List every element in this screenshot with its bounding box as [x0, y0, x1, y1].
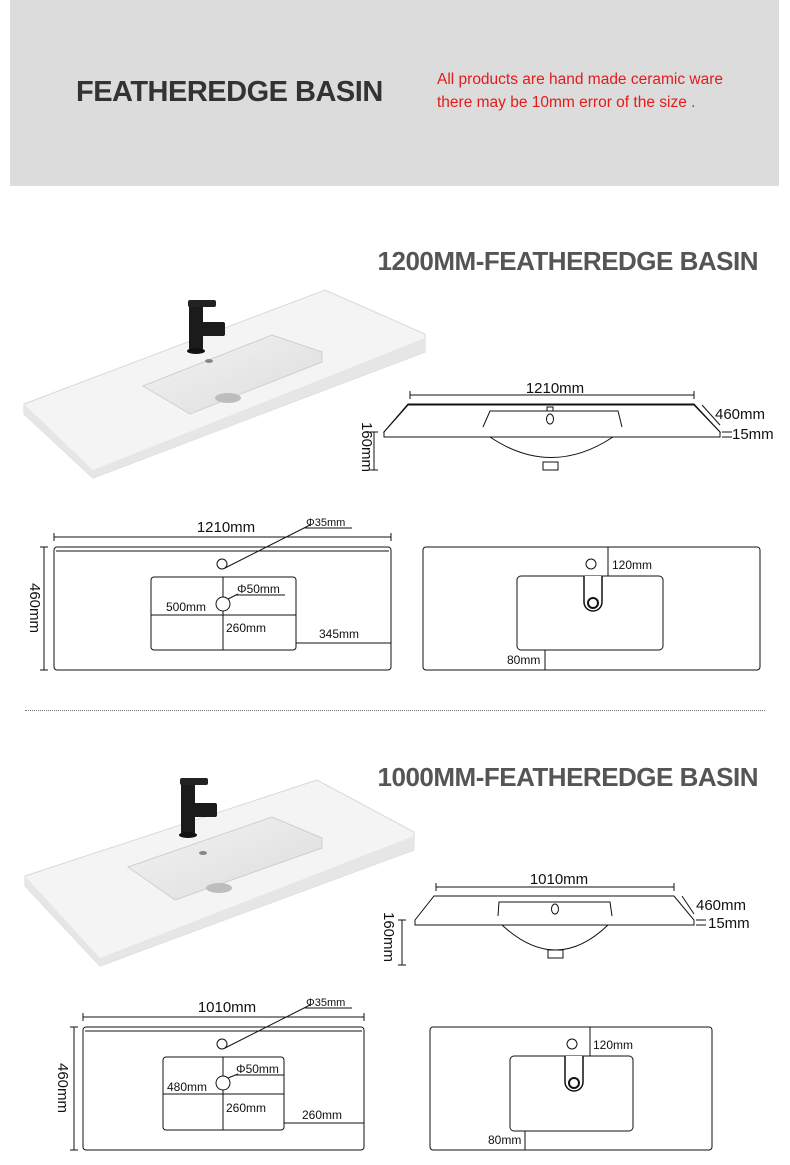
depth-label: 460mm — [715, 406, 765, 423]
waste-hole-label: Φ50mm — [237, 582, 280, 596]
edge-label: 15mm — [732, 426, 774, 443]
top-width-label: 1210mm — [197, 519, 255, 536]
section-title-1000: 1000MM-FEATHEREDGE BASIN — [377, 762, 759, 792]
top-depth-label: 460mm — [54, 1063, 71, 1113]
width-label: 1210mm — [526, 380, 584, 397]
page-title: FEATHEREDGE BASIN — [76, 76, 383, 108]
depth-label: 460mm — [696, 897, 746, 914]
offset-label: 345mm — [319, 627, 359, 641]
size-disclaimer: All products are hand made ceramic ware … — [437, 68, 723, 114]
section-divider — [25, 710, 765, 711]
header-banner — [10, 0, 779, 186]
front-margin-label: 80mm — [507, 653, 540, 667]
top-view-1200: 1210mm 460mm Φ35mm Φ50mm 500mm 260mm 345… — [26, 517, 392, 671]
front-margin-label: 80mm — [488, 1133, 521, 1147]
waste-hole-label: Φ50mm — [236, 1062, 279, 1076]
height-label: 160mm — [380, 912, 397, 962]
tap-offset-label: 120mm — [612, 558, 652, 572]
top-view-1000: 1010mm 460mm Φ35mm Φ50mm 480mm 260mm 260… — [54, 997, 365, 1151]
underside-view-1000: 120mm 80mm — [429, 1026, 713, 1151]
faucet-icon — [179, 778, 217, 838]
disclaimer-line-2: there may be 10mm error of the size . — [437, 94, 696, 111]
side-view-1200: 1210mm 160mm 460mm 15mm — [358, 380, 774, 472]
edge-label: 15mm — [708, 915, 750, 932]
section-title-1200: 1200MM-FEATHEREDGE BASIN — [377, 246, 759, 276]
top-width-label: 1010mm — [198, 999, 256, 1016]
height-label: 160mm — [358, 422, 375, 472]
tap-offset-label: 120mm — [593, 1038, 633, 1052]
tap-hole-label: Φ35mm — [306, 517, 345, 529]
bowl-width-label: 500mm — [166, 600, 206, 614]
top-depth-label: 460mm — [26, 583, 43, 633]
disclaimer-line-1: All products are hand made ceramic ware — [437, 71, 724, 88]
width-label: 1010mm — [530, 871, 588, 888]
basin-photo-1000 — [24, 778, 415, 967]
bowl-width-label: 480mm — [167, 1080, 207, 1094]
side-view-1000: 1010mm 160mm 460mm 15mm — [380, 871, 750, 966]
tap-hole-label: Φ35mm — [306, 997, 345, 1009]
basin-photo-1200 — [23, 289, 426, 479]
faucet-icon — [187, 300, 225, 354]
underside-view-1200: 120mm 80mm — [422, 546, 761, 671]
offset-label: 260mm — [302, 1108, 342, 1122]
bowl-depth-label: 260mm — [226, 1101, 266, 1115]
bowl-depth-label: 260mm — [226, 621, 266, 635]
